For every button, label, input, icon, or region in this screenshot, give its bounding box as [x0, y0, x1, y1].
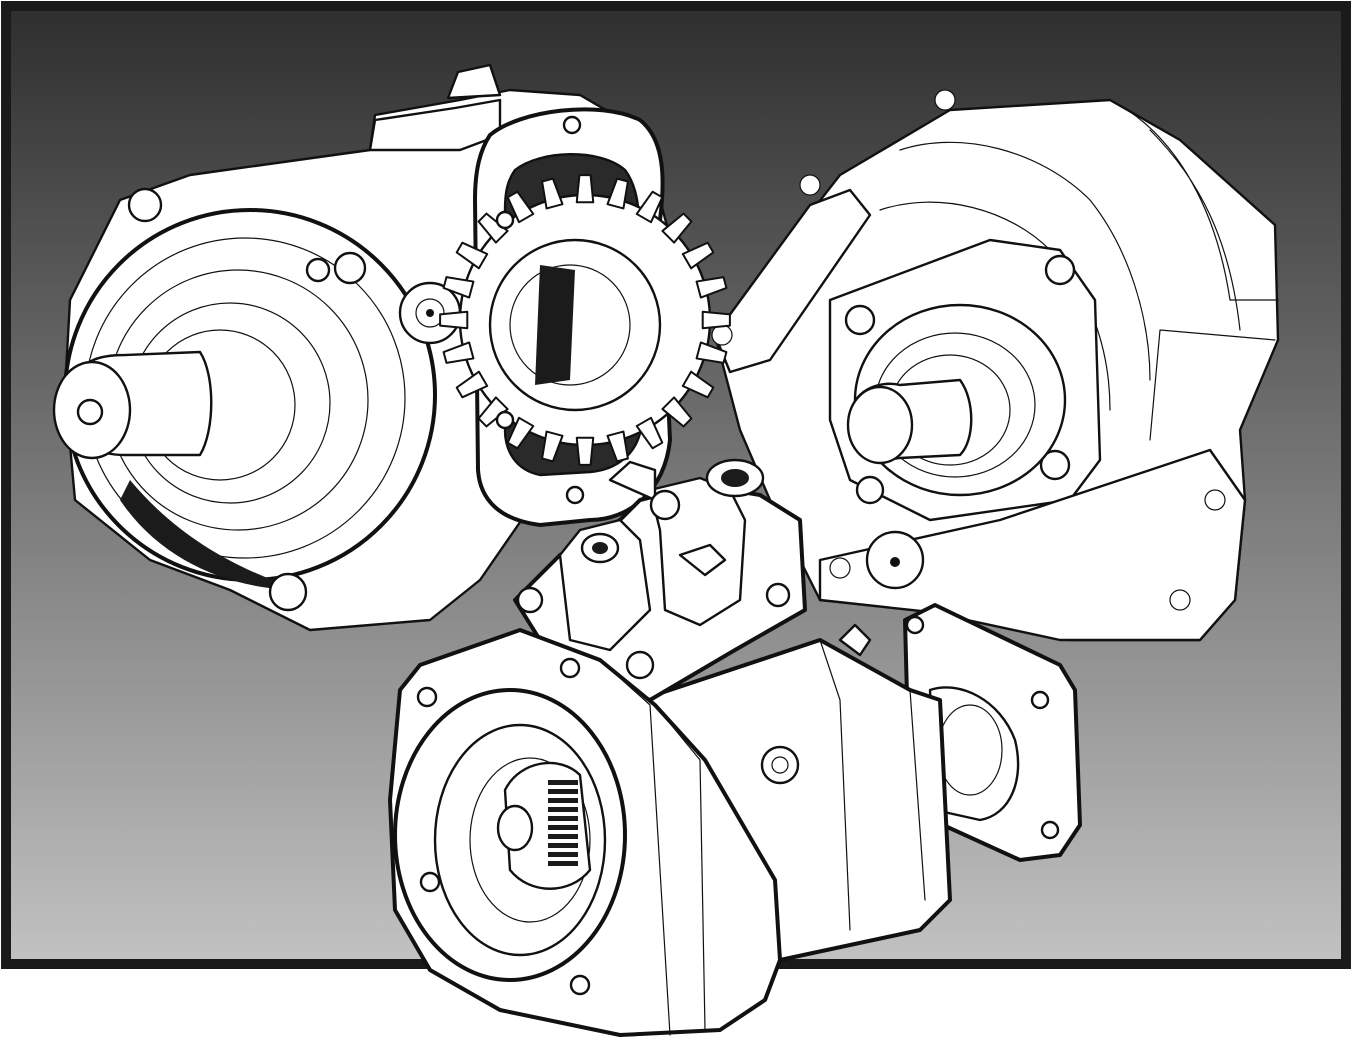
gear-tooth	[681, 370, 715, 399]
gear-tooth	[575, 436, 595, 466]
spline-tooth	[548, 852, 578, 857]
spline-tooth	[548, 798, 578, 803]
gear-tooth	[506, 190, 535, 224]
gear-tooth	[575, 174, 595, 204]
pto-unit-right	[711, 89, 1280, 642]
gear-tooth	[695, 341, 728, 364]
gear-tooth	[661, 212, 693, 244]
gear-tooth	[635, 190, 664, 224]
spline-tooth	[548, 780, 578, 785]
gear-tooth	[681, 241, 715, 270]
gear-tooth	[701, 310, 731, 330]
gear-tooth	[635, 416, 664, 450]
gear-tooth	[541, 430, 564, 463]
spline-tooth	[548, 834, 578, 839]
gear-tooth	[506, 416, 535, 450]
spline-tooth	[548, 861, 578, 866]
spline-tooth	[548, 825, 578, 830]
gear-tooth	[455, 370, 489, 399]
spline-tooth	[548, 816, 578, 821]
gear-tooth	[606, 430, 629, 463]
gear-tooth	[442, 341, 475, 364]
gear-tooth	[477, 396, 509, 428]
pto-unit-front	[388, 458, 1082, 1037]
gear-tooth	[477, 212, 509, 244]
pto-unit-left	[52, 63, 731, 632]
spline-tooth	[548, 789, 578, 794]
gear-tooth	[606, 177, 629, 210]
spline-tooth	[548, 807, 578, 812]
spline-tooth	[548, 843, 578, 848]
gear-tooth	[661, 396, 693, 428]
gear-tooth	[439, 310, 469, 330]
gear-tooth	[541, 177, 564, 210]
gear-tooth	[695, 276, 728, 299]
gear-tooth	[442, 276, 475, 299]
gear-tooth	[455, 241, 489, 270]
